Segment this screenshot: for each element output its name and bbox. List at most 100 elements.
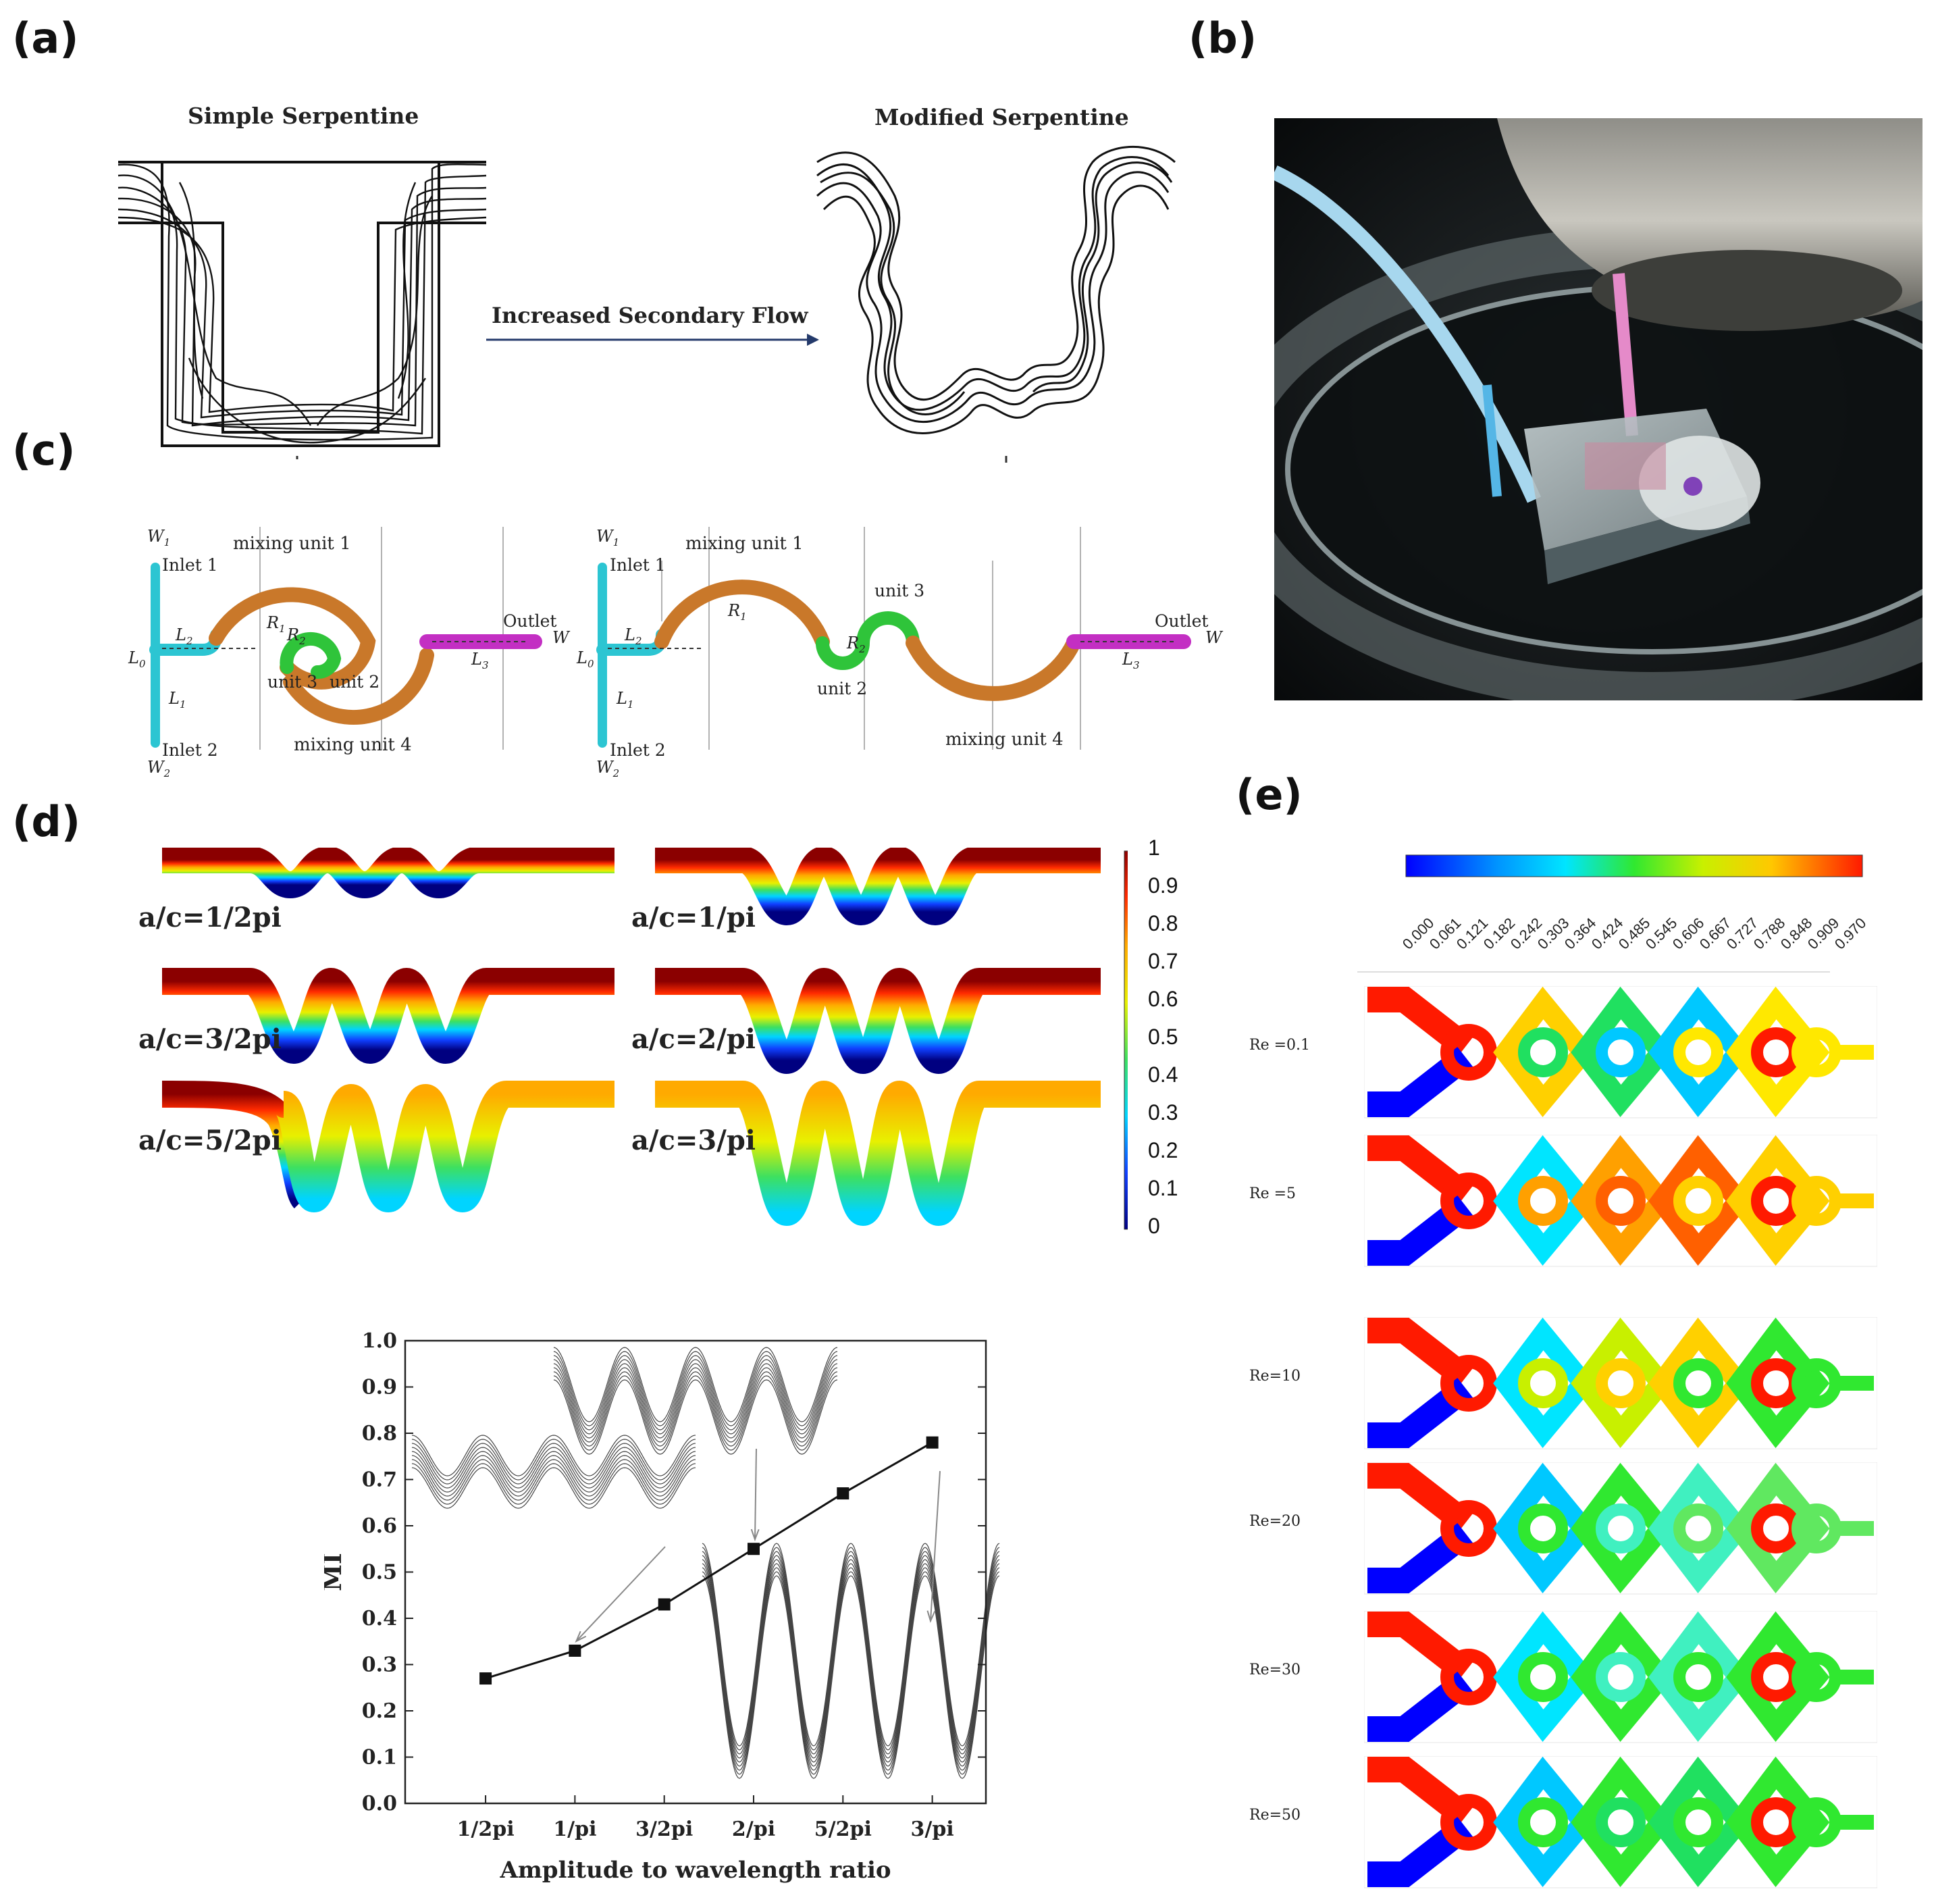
y-tick-label: 0.1 <box>362 1746 397 1770</box>
reynolds-label: Re =5 <box>1249 1185 1297 1202</box>
inset-arrow <box>754 1448 757 1540</box>
right-l1-label: L1 <box>617 689 634 711</box>
waveform-inset-line <box>553 1355 838 1431</box>
mi-series-line <box>485 1441 933 1680</box>
simple-serpentine-figure <box>117 161 487 459</box>
left-l3-label: L3 <box>471 650 489 671</box>
inlet-blue <box>1367 1195 1473 1266</box>
mixer-simulation-snapshot <box>1364 1756 1877 1888</box>
diamond-ring <box>1596 1797 1646 1847</box>
right-w2-label: W2 <box>596 758 620 779</box>
modified-serpentine-figure <box>816 145 1176 463</box>
cbar-tick: 0.5 <box>1148 1025 1178 1049</box>
panel-label-e: (e) <box>1236 770 1303 819</box>
waveform-inset-line <box>553 1359 838 1435</box>
inlet-blue <box>1367 1523 1473 1593</box>
diamond-ring <box>1673 1176 1723 1226</box>
waveform-inset-line <box>553 1367 838 1443</box>
waveform-inset-line <box>411 1439 696 1481</box>
right-w-label: W <box>1205 628 1222 647</box>
waveform-inset-line <box>411 1443 696 1485</box>
mixer-geometry-schematic <box>149 527 1191 750</box>
inlet-blue <box>1367 1817 1473 1887</box>
left-inlet2-label: Inlet 2 <box>162 740 218 760</box>
contour-label-4: a/c=2/pi <box>631 1023 756 1055</box>
reynolds-label: Re=30 <box>1249 1662 1301 1678</box>
mixer-simulation-snapshot <box>1364 1462 1877 1595</box>
concentration-colorbar <box>1405 854 1863 877</box>
waveform-inset-line <box>702 1543 1000 1747</box>
y-tick-label: 0.8 <box>362 1422 397 1445</box>
waveform-inset-line <box>702 1567 1000 1771</box>
right-inlet1-label: Inlet 1 <box>610 555 666 575</box>
waveform-inset-line <box>553 1375 838 1451</box>
diamond-unit <box>1726 1756 1830 1888</box>
diamond-ring <box>1673 1652 1723 1702</box>
left-r2-label: R2 <box>287 625 306 647</box>
inlet-red <box>1367 1318 1473 1388</box>
diamond-ring <box>1518 1652 1568 1702</box>
right-outlet-label: Outlet <box>1155 611 1209 631</box>
diamond-unit <box>1726 1462 1830 1594</box>
cbar-tick: 0.4 <box>1148 1062 1178 1087</box>
diamond-ring <box>1673 1797 1723 1847</box>
diamond-ring <box>1518 1503 1568 1553</box>
contour-colorbar-ticks: 1 0.9 0.8 0.7 0.6 0.5 0.4 0.3 0.2 0.1 0 <box>1148 835 1202 1239</box>
left-inlet1-label: Inlet 1 <box>162 555 218 575</box>
diamond-ring <box>1596 1176 1646 1226</box>
modified-serpentine-title: Modified Serpentine <box>874 104 1129 130</box>
inset-arrow <box>575 1546 666 1642</box>
y-tick-label: 0.9 <box>362 1376 397 1399</box>
increased-flow-arrow <box>486 334 819 346</box>
diamond-ring <box>1596 1503 1646 1553</box>
y-axis-label: MI <box>324 1553 347 1591</box>
diamond-ring <box>1518 1358 1568 1408</box>
waveform-inset-line <box>411 1459 696 1501</box>
inset-arrow-head <box>750 1528 760 1542</box>
cbar-tick: 0.7 <box>1148 949 1178 973</box>
inlet-red <box>1367 1135 1473 1206</box>
panel-label-a: (a) <box>12 14 79 63</box>
concentration-contours <box>161 848 1128 1230</box>
reynolds-label: Re=10 <box>1249 1368 1301 1385</box>
waveform-inset-line <box>702 1547 1000 1751</box>
contour-label-1: a/c=1/2pi <box>138 902 282 933</box>
right-mixing-unit1-label: mixing unit 1 <box>685 534 804 554</box>
waveform-inset-line <box>702 1575 1000 1779</box>
diamond-ring <box>1596 1027 1646 1077</box>
inlet-red <box>1367 1463 1473 1533</box>
right-inlet2-label: Inlet 2 <box>610 740 666 760</box>
mi-data-point <box>479 1672 492 1685</box>
cbar-tick: 0.3 <box>1148 1100 1178 1125</box>
mixer-simulation-snapshot <box>1364 1135 1877 1267</box>
panel-label-c: (c) <box>12 426 76 475</box>
y-tick-label: 1.0 <box>362 1329 397 1353</box>
waveform-inset-line <box>411 1463 696 1505</box>
diamond-unit <box>1726 1135 1830 1266</box>
waveform-inset-line <box>702 1551 1000 1755</box>
left-w2-label: W2 <box>147 758 171 779</box>
waveform-inset-line <box>411 1455 696 1497</box>
x-tick-label: 3/2pi <box>635 1818 693 1841</box>
y-tick-label: 0.6 <box>362 1514 397 1538</box>
left-outlet-label: Outlet <box>503 611 557 631</box>
inlet-red <box>1367 987 1473 1057</box>
right-w1-label: W1 <box>596 527 620 548</box>
contour-label-3: a/c=3/2pi <box>138 1023 282 1055</box>
reynolds-label: Re =0.1 <box>1249 1037 1310 1054</box>
right-l0-label: L0 <box>577 648 594 670</box>
x-tick-label: 1/pi <box>553 1818 596 1841</box>
waveform-inset-line <box>553 1371 838 1447</box>
cbar-tick: 0.9 <box>1148 873 1178 898</box>
contour-label-6: a/c=3/pi <box>631 1125 756 1156</box>
left-l2-label: L2 <box>176 625 193 647</box>
mixing-ring <box>1440 1794 1497 1851</box>
right-unit2-label: unit 2 <box>817 679 868 698</box>
right-r1-label: R1 <box>728 601 747 623</box>
left-unit3-label: unit 3 <box>267 672 318 692</box>
inlet-blue <box>1367 1672 1473 1742</box>
x-tick-label: 3/pi <box>911 1818 954 1841</box>
diamond-ring <box>1596 1652 1646 1702</box>
y-tick-label: 0.3 <box>362 1653 397 1677</box>
